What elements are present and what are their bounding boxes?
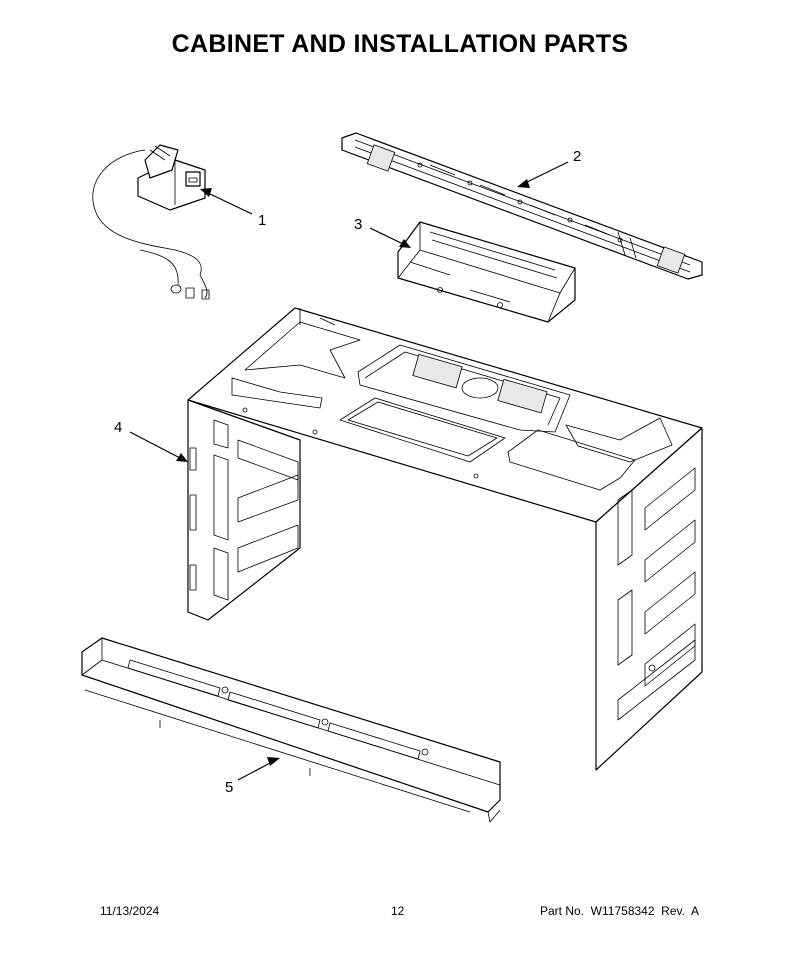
callout-4: 4 [114,419,122,436]
mounting-rail-part[interactable] [341,132,703,280]
callout-3: 3 [354,216,362,233]
power-cord-part[interactable] [92,144,210,300]
damper-bracket-part[interactable] [397,221,576,323]
page-title: CABINET AND INSTALLATION PARTS [171,30,629,58]
cabinet-shell-part[interactable] [187,307,703,771]
callout-2: 2 [573,148,581,165]
footer-page-number: 12 [391,904,405,918]
front-rail-part[interactable] [81,637,501,823]
footer-date: 11/13/2024 [100,904,160,918]
callout-5: 5 [225,779,233,796]
callout-leaders [129,161,569,781]
callout-1: 1 [258,212,266,229]
footer-part-number: Part No. W11758342 Rev. A [540,904,699,918]
